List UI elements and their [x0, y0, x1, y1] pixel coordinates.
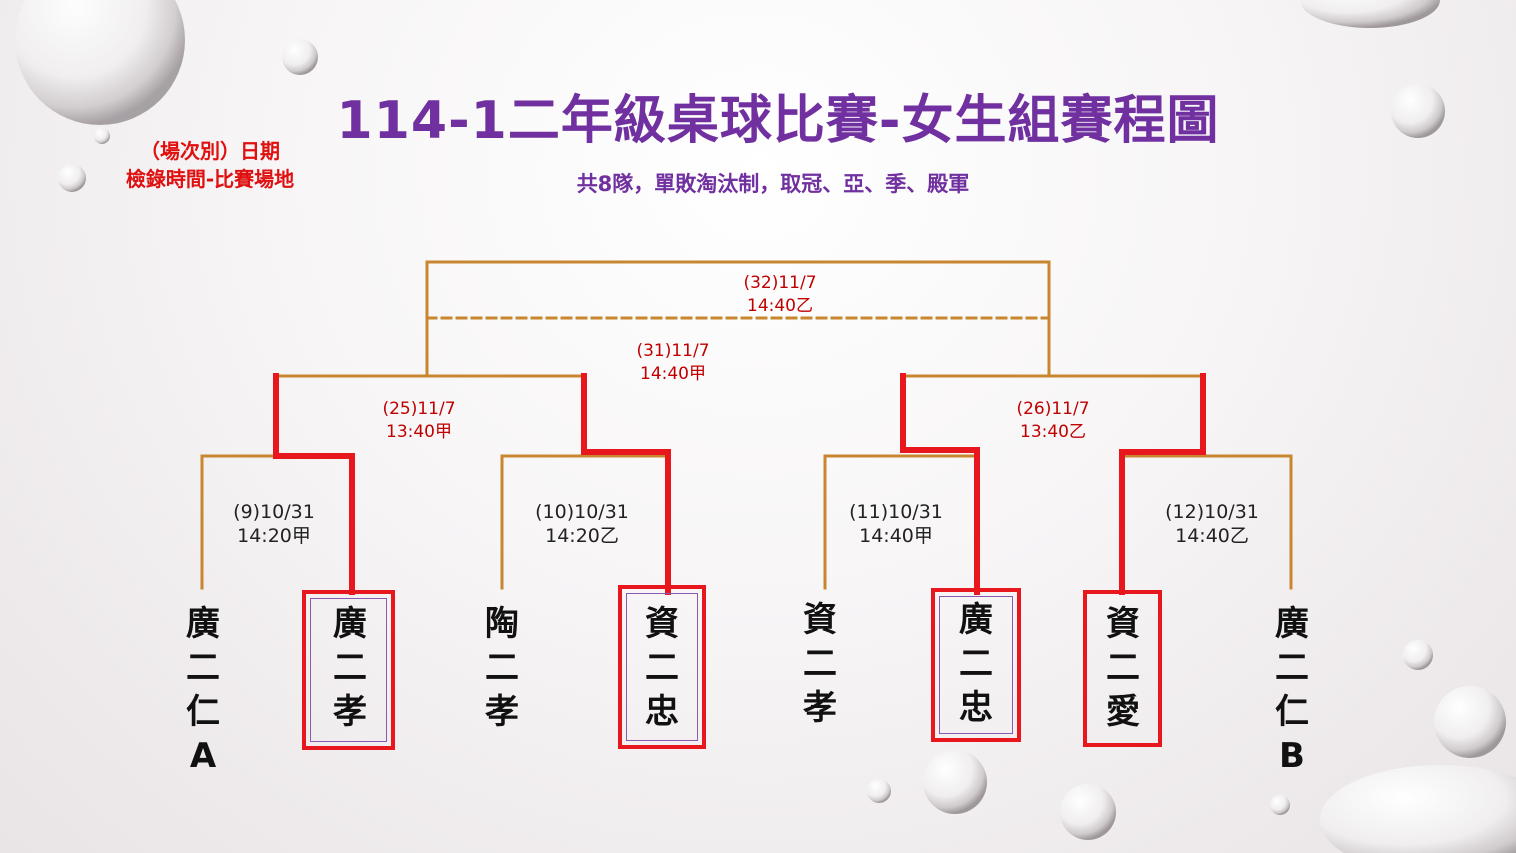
match-25-time: 13:40甲: [386, 422, 452, 442]
match-26-time: 13:40乙: [1020, 422, 1086, 442]
match-11-date: (11)10/31: [849, 501, 943, 523]
match-26-date: (26)11/7: [1016, 399, 1090, 419]
team-5-char: 孝: [803, 688, 837, 728]
team-6-char: 忠: [959, 688, 993, 728]
team-7-char: 資: [1106, 604, 1140, 644]
match-10-date: (10)10/31: [535, 501, 629, 523]
team-8: 廣 二 仁 B: [1262, 602, 1322, 778]
team-7-char: 二: [1106, 648, 1140, 688]
match-32-date: (32)11/7: [743, 273, 817, 293]
bracket-line-m10: [500, 454, 670, 590]
team-1-char: 仁: [186, 692, 220, 732]
team-8-char: 仁: [1275, 692, 1309, 732]
winner-path-m11: [900, 373, 980, 595]
match-label-12: (12)10/31 14:40乙: [1132, 500, 1292, 548]
team-7: 資 二 愛: [1093, 602, 1153, 734]
bracket-line-m12: [1120, 454, 1293, 590]
match-label-26: (26)11/7 13:40乙: [973, 398, 1133, 444]
team-1: 廣 二 仁 A: [173, 602, 233, 778]
team-2-char: 二: [333, 648, 367, 688]
match-10-time: 14:20乙: [545, 525, 619, 547]
match-label-25: (25)11/7 13:40甲: [339, 398, 499, 444]
match-11-time: 14:40甲: [859, 525, 933, 547]
match-label-32: (32)11/7 14:40乙: [700, 272, 860, 318]
match-label-9: (9)10/31 14:20甲: [194, 500, 354, 548]
match-32-time: 14:40乙: [747, 296, 813, 316]
match-9-time: 14:20甲: [237, 525, 311, 547]
team-5-char: 資: [803, 600, 837, 640]
team-5: 資 二 孝: [790, 598, 850, 730]
match-12-time: 14:40乙: [1175, 525, 1249, 547]
winner-path-m10: [581, 373, 671, 595]
team-3-char: 二: [485, 648, 519, 688]
winner-path-m9: [273, 373, 355, 595]
team-4-char: 資: [645, 604, 679, 644]
team-4-char: 二: [645, 648, 679, 688]
team-2-char: 孝: [333, 692, 367, 732]
bracket-line-m11: [823, 454, 979, 590]
team-7-char: 愛: [1106, 692, 1140, 732]
match-12-date: (12)10/31: [1165, 501, 1259, 523]
team-4: 資 二 忠: [632, 602, 692, 734]
team-3-char: 陶: [485, 604, 519, 644]
match-25-date: (25)11/7: [382, 399, 456, 419]
team-3: 陶 二 孝: [472, 602, 532, 734]
match-31-time: 14:40甲: [640, 364, 706, 384]
page-subtitle: 共8隊，單敗淘汰制，取冠、亞、季、殿軍: [576, 172, 970, 196]
team-1-char: A: [189, 736, 217, 776]
page-title: 114-1二年級桌球比賽-女生組賽程圖: [336, 91, 1220, 151]
legend-line-1: （場次別）日期: [140, 139, 280, 163]
team-2: 廣 二 孝: [320, 602, 380, 734]
team-8-char: B: [1279, 736, 1305, 776]
winner-box-team-2: [302, 590, 395, 750]
legend-line-2: 檢錄時間-比賽場地: [125, 167, 295, 191]
match-9-date: (9)10/31: [233, 501, 315, 523]
team-1-char: 廣: [186, 604, 220, 644]
team-6-char: 廣: [959, 600, 993, 640]
team-8-char: 廣: [1275, 604, 1309, 644]
team-8-char: 二: [1275, 648, 1309, 688]
team-6-char: 二: [959, 644, 993, 684]
winner-box-team-6: [931, 588, 1021, 742]
winner-box-team-7: [1083, 590, 1162, 747]
match-label-10: (10)10/31 14:20乙: [502, 500, 662, 548]
team-2-char: 廣: [333, 604, 367, 644]
team-5-char: 二: [803, 644, 837, 684]
winner-path-m12: [1119, 373, 1206, 595]
legend: （場次別）日期 檢錄時間-比賽場地: [90, 137, 330, 193]
winner-box-team-4: [618, 585, 706, 749]
team-4-char: 忠: [645, 692, 679, 732]
team-3-char: 孝: [485, 692, 519, 732]
team-1-char: 二: [186, 648, 220, 688]
match-label-31: (31)11/7 14:40甲: [593, 340, 753, 386]
match-31-date: (31)11/7: [636, 341, 710, 361]
team-6: 廣 二 忠: [946, 598, 1006, 730]
match-label-11: (11)10/31 14:40甲: [816, 500, 976, 548]
